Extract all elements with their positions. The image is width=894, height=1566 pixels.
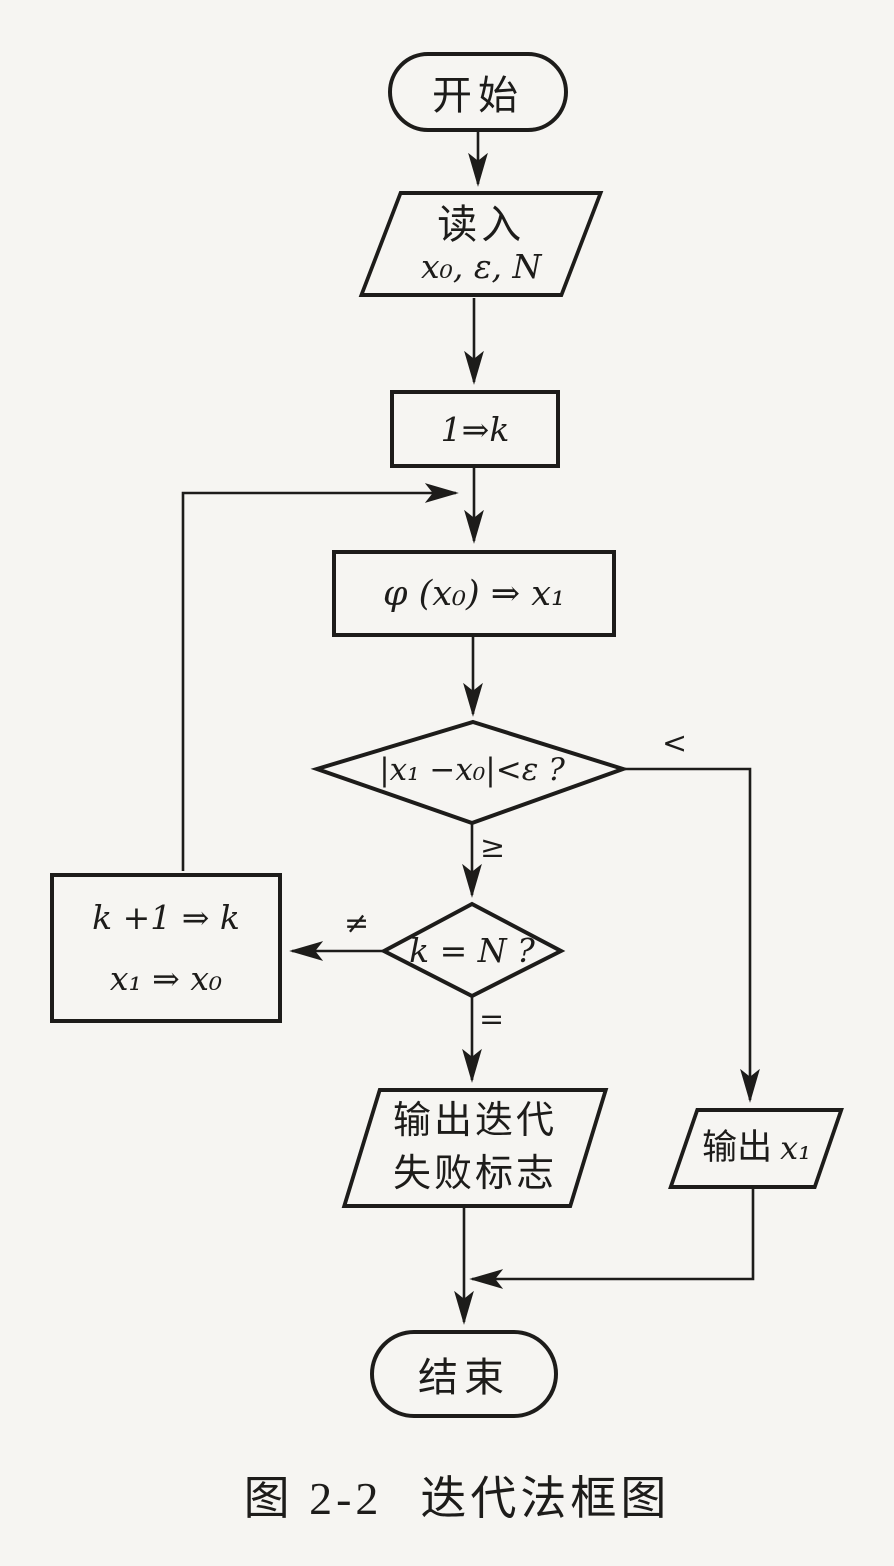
output-result-label-math: x₁ xyxy=(779,1129,811,1168)
start-node: 开始 xyxy=(388,52,568,132)
decision-diamond-convergence xyxy=(310,719,630,826)
read-input-node: 读入 x₀, ε, N xyxy=(358,191,604,297)
branch-label-neq: ≠ xyxy=(344,906,370,941)
count-test-label-wrap: k = N ? xyxy=(382,928,562,972)
output-failure-line1: 输出迭代 xyxy=(392,1099,557,1142)
update-line1: k +1 ⇒ k xyxy=(92,898,240,938)
figure-caption: 图 2-2 迭代法框图 xyxy=(0,1462,894,1528)
figure-caption-title: 迭代法框图 xyxy=(420,1473,671,1524)
start-label: 开始 xyxy=(432,73,524,118)
read-label-vars: x₀, ε, N xyxy=(420,247,542,287)
branch-label-geq: ≥ xyxy=(480,830,506,865)
convergence-test-label-wrap: |x₁ −x₀|<ε ? xyxy=(322,748,622,792)
decision-diamond-count xyxy=(379,901,566,999)
result-merge-line xyxy=(469,1189,755,1289)
end-node: 结束 xyxy=(370,1330,558,1418)
less-branch-line xyxy=(623,767,760,1103)
convergence-test-label: |x₁ −x₀|<ε ? xyxy=(379,752,565,788)
update-line2: x₁ ⇒ x₀ xyxy=(109,958,223,998)
update-node: k +1 ⇒ k x₁ ⇒ x₀ xyxy=(50,873,282,1023)
count-test-label: k = N ? xyxy=(409,930,535,970)
output-failure-line2: 失败标志 xyxy=(392,1153,557,1195)
output-result-label-cn: 输出 xyxy=(701,1128,772,1168)
iterate-node: φ (x₀) ⇒ x₁ xyxy=(332,550,616,637)
init-k-node: 1⇒k xyxy=(390,390,560,468)
read-label-cn: 读入 xyxy=(436,202,525,248)
output-result-node: 输出 x₁ xyxy=(668,1108,844,1189)
branch-label-eq: = xyxy=(479,1002,505,1037)
iterate-label: φ (x₀) ⇒ x₁ xyxy=(382,573,566,614)
output-failure-node: 输出迭代 失败标志 xyxy=(341,1088,609,1208)
end-label: 结束 xyxy=(418,1355,510,1400)
figure-caption-number: 图 2-2 xyxy=(243,1473,383,1524)
init-k-label: 1⇒k xyxy=(440,409,510,449)
branch-label-less: < xyxy=(662,726,688,761)
loop-back-line xyxy=(181,483,459,871)
